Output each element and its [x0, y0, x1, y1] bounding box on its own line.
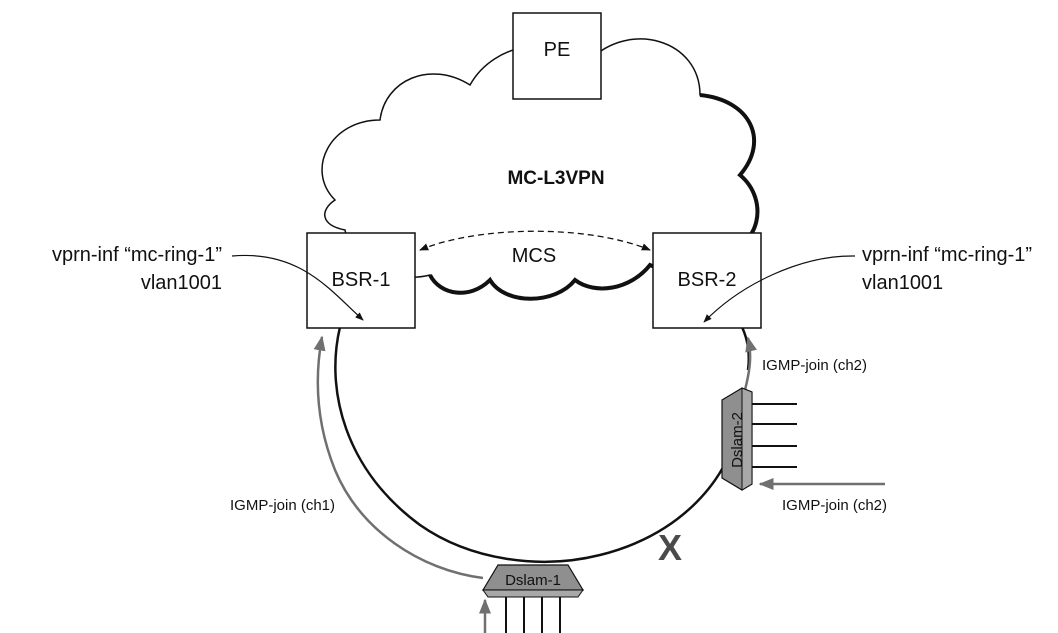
igmp-ch2-access-label: IGMP-join (ch2) — [782, 497, 887, 514]
ring-link — [334, 326, 750, 563]
left-annotation-pointer — [231, 254, 364, 321]
dslam2-label: Dslam-2 — [729, 412, 746, 468]
right-annotation-line1: vprn-inf “mc-ring-1” — [862, 244, 1032, 266]
bsr1-label: BSR-1 — [332, 269, 391, 291]
dslam2-node — [721, 387, 797, 491]
pe-label: PE — [544, 39, 571, 61]
left-annotation-line1: vprn-inf “mc-ring-1” — [52, 244, 222, 266]
left-annotation-line2: vlan1001 — [141, 272, 222, 294]
right-annotation-line2: vlan1001 — [862, 272, 943, 294]
pe-node — [512, 12, 602, 100]
igmp-ch1-label: IGMP-join (ch1) — [230, 497, 335, 514]
bsr2-label: BSR-2 — [678, 269, 737, 291]
right-annotation-pointer — [703, 255, 856, 323]
igmp-ch2-ring-path — [743, 336, 757, 391]
cloud-label: MC-L3VPN — [507, 168, 604, 189]
failure-mark: X — [658, 527, 682, 568]
bsr1-node — [306, 232, 416, 329]
bsr2-node — [652, 232, 762, 329]
mcs-link — [419, 230, 651, 251]
igmp-ch1-path — [313, 335, 484, 580]
igmp-ch2-ring-label: IGMP-join (ch2) — [762, 357, 867, 374]
dslam1-node — [481, 564, 585, 633]
mcs-label: MCS — [512, 245, 556, 267]
dslam1-label: Dslam-1 — [505, 572, 561, 589]
